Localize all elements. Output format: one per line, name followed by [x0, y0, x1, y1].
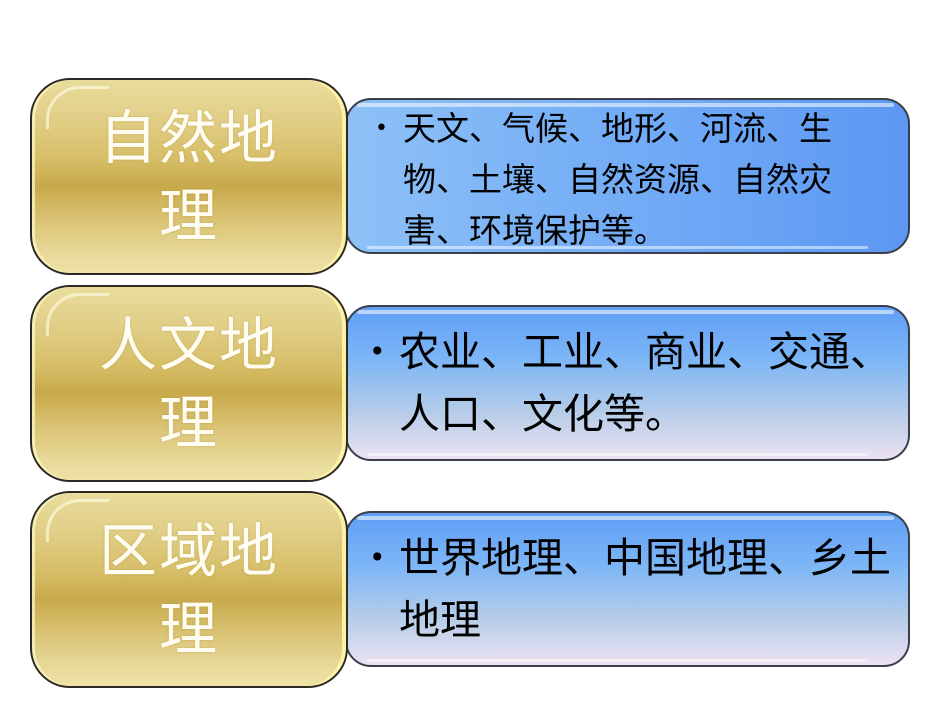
detail-text: 农业、工业、商业、交通、人口、文化等。	[399, 328, 891, 438]
detail-text: 天文、气候、地形、河流、生物、土壤、自然资源、自然灾害、环境保护等。	[403, 109, 832, 250]
bullet-icon: •	[375, 116, 388, 141]
category-box-physical-geography: 自然地理	[30, 78, 348, 275]
category-box-regional-geography: 区域地理	[30, 491, 348, 688]
detail-list: • 世界地理、中国地理、乡土地理	[347, 513, 908, 651]
detail-box-regional-geography: • 世界地理、中国地理、乡土地理	[345, 511, 910, 667]
category-label: 人文地理	[98, 310, 279, 457]
category-label: 区域地理	[98, 516, 279, 663]
list-item: • 世界地理、中国地理、乡土地理	[347, 513, 908, 651]
detail-list: • 农业、工业、商业、交通、人口、文化等。	[347, 307, 908, 445]
bullet-icon: •	[369, 541, 386, 574]
category-box-human-geography: 人文地理	[30, 285, 348, 482]
detail-box-physical-geography: • 天文、气候、地形、河流、生物、土壤、自然资源、自然灾害、环境保护等。	[345, 98, 910, 254]
detail-list: • 天文、气候、地形、河流、生物、土壤、自然资源、自然灾害、环境保护等。	[347, 100, 908, 252]
category-label: 自然地理	[98, 103, 279, 250]
detail-text: 世界地理、中国地理、乡土地理	[399, 534, 891, 644]
bullet-icon: •	[369, 335, 386, 368]
list-item: • 农业、工业、商业、交通、人口、文化等。	[347, 307, 908, 445]
detail-box-human-geography: • 农业、工业、商业、交通、人口、文化等。	[345, 305, 910, 461]
list-item: • 天文、气候、地形、河流、生物、土壤、自然资源、自然灾害、环境保护等。	[347, 100, 908, 252]
